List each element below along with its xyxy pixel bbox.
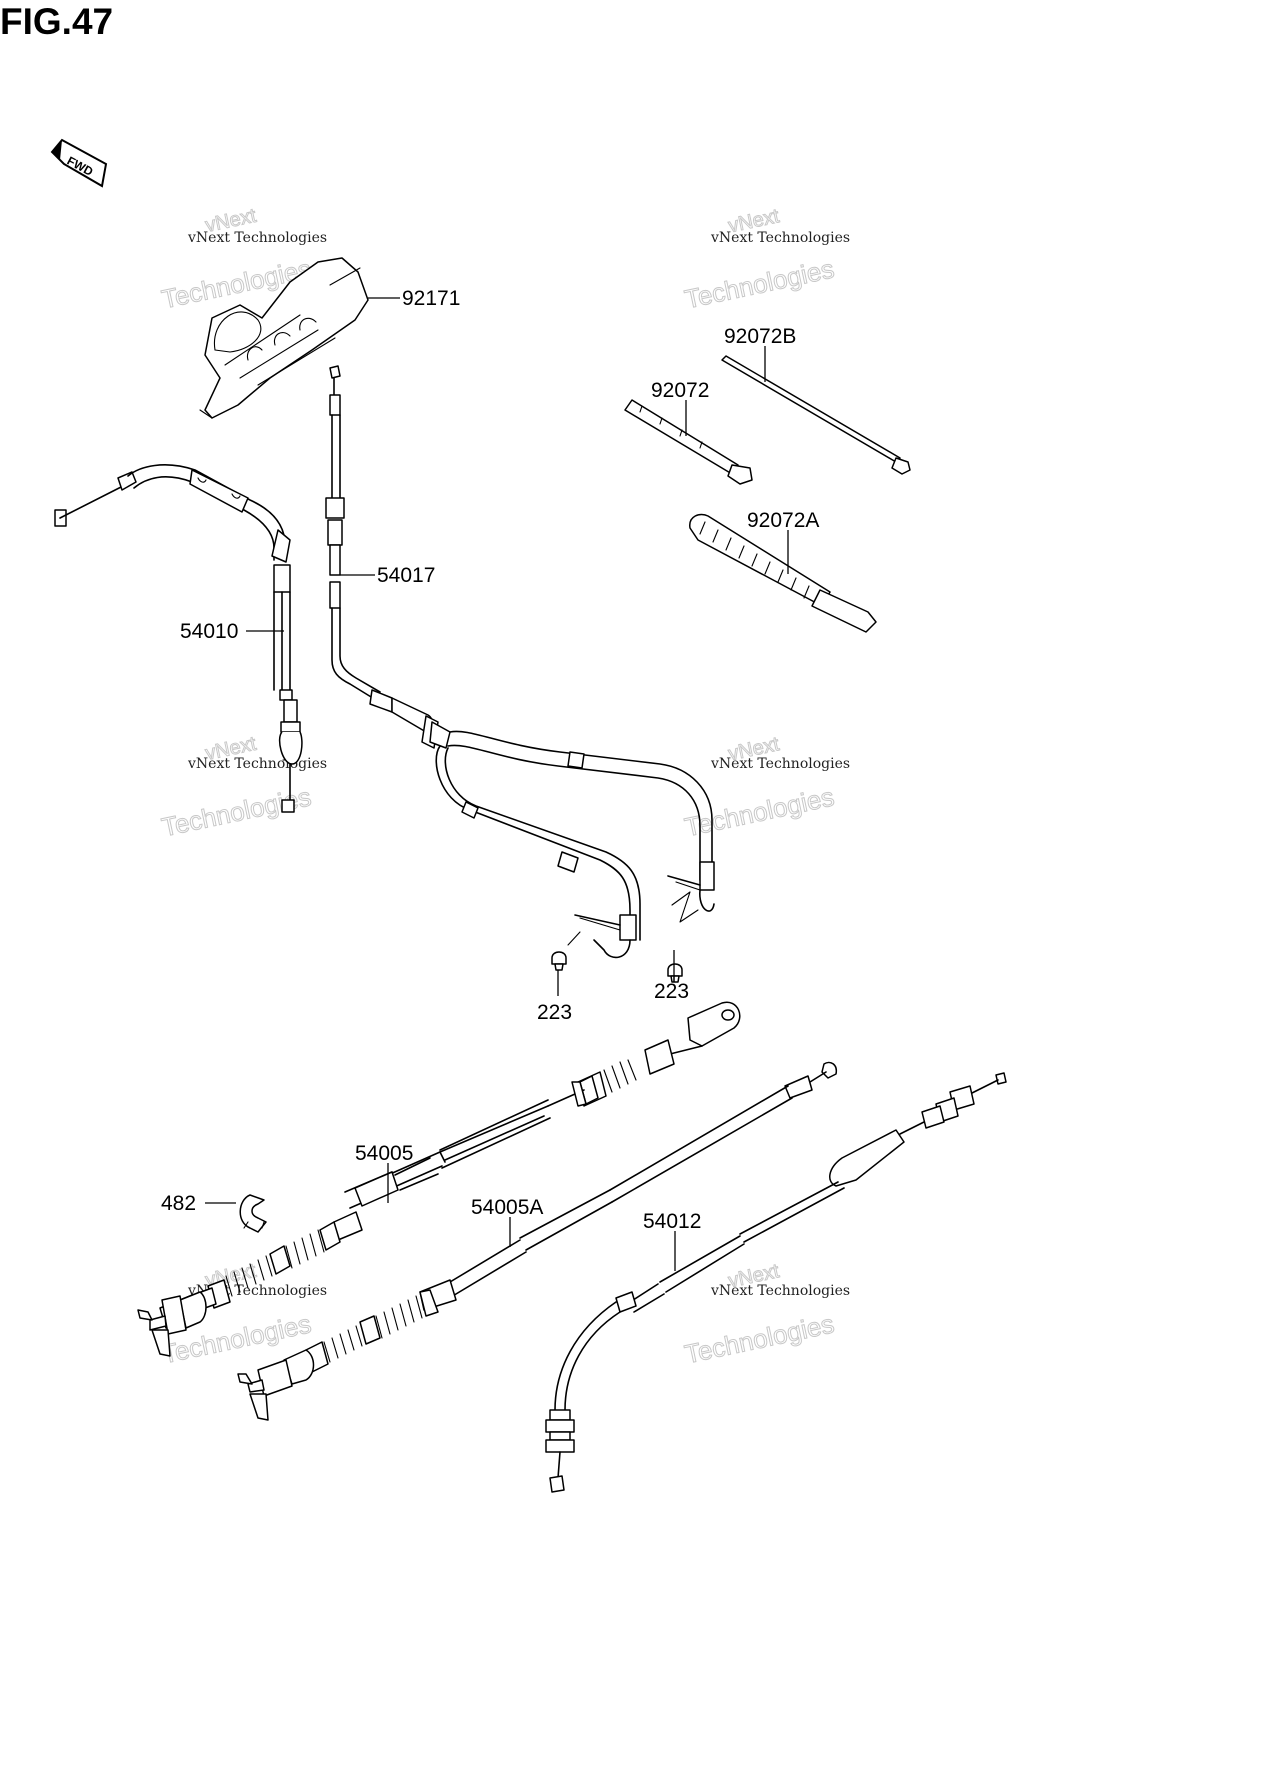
part-92072a-cable-tie (689, 513, 877, 633)
svg-text:vNext Technologies: vNext Technologies (710, 1283, 850, 1299)
svg-text:vNext Technologies: vNext Technologies (710, 230, 850, 246)
part-54017-cable-assembly (325, 365, 715, 959)
svg-text:vNext Technologies: vNext Technologies (187, 756, 327, 772)
label-92072b: 92072B (724, 325, 796, 348)
svg-text:Technologies: Technologies (682, 1308, 837, 1369)
svg-text:Technologies: Technologies (682, 253, 837, 314)
part-223-right-clip (667, 963, 683, 983)
label-54005: 54005 (355, 1142, 413, 1165)
part-92072-cable-tie (624, 399, 753, 485)
label-54017: 54017 (377, 564, 435, 587)
part-54005a-brake-cable (237, 1061, 838, 1421)
label-54010: 54010 (180, 620, 238, 643)
svg-text:Technologies: Technologies (682, 781, 837, 842)
watermark-bottom-right: vNext Technologies vNext Technologies (682, 1260, 851, 1370)
label-54012: 54012 (643, 1210, 701, 1233)
part-223-left-clip (551, 931, 581, 971)
svg-text:vNext Technologies: vNext Technologies (710, 756, 850, 772)
svg-text:vNext Technologies: vNext Technologies (187, 230, 327, 246)
part-54012-cable (545, 1072, 1007, 1493)
label-92072a: 92072A (747, 509, 819, 532)
part-54010-throttle-cable (54, 464, 303, 813)
figure-title: FIG.47 (0, 1, 113, 42)
watermark-mid-right: vNext Technologies vNext Technologies (682, 733, 851, 843)
label-92171: 92171 (402, 287, 460, 310)
label-482: 482 (161, 1192, 196, 1215)
part-54005-brake-cable (137, 1001, 741, 1357)
label-92072: 92072 (651, 379, 709, 402)
part-92072b-cable-tie (721, 355, 911, 475)
part-92171-clamp (199, 257, 369, 419)
fwd-arrow-icon: FWD (50, 138, 108, 188)
label-223-left: 223 (537, 1001, 572, 1024)
watermark-top-right: vNext Technologies vNext Technologies (682, 205, 851, 315)
part-482-clip (239, 1194, 267, 1233)
label-223-right: 223 (654, 980, 689, 1003)
label-54005a: 54005A (471, 1196, 543, 1219)
